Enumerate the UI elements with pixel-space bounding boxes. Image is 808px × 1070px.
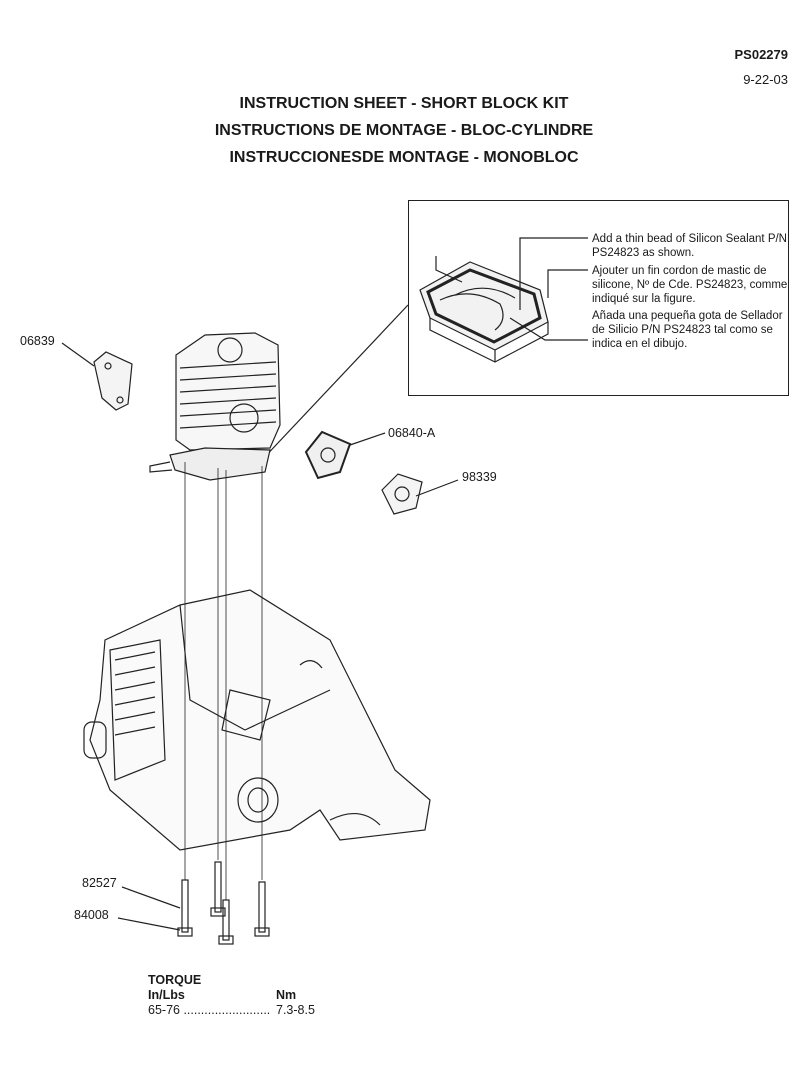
crankcase-half-illustration — [419, 261, 549, 363]
torque-value-inlbs: 65-76 ......................... — [148, 1003, 271, 1017]
torque-value-nm: 7.3-8.5 — [276, 1003, 315, 1017]
document-date: 9-22-03 — [743, 72, 788, 87]
callout-06839: 06839 — [20, 334, 55, 348]
inset-note-french: Ajouter un fin cordon de mastic de silic… — [592, 265, 788, 305]
inset-note-spanish: Añada una pequeña gota de Sellador de Si… — [592, 310, 783, 350]
gasket-06839-shape — [93, 351, 133, 411]
bolts-illustration — [177, 861, 270, 945]
callout-82527: 82527 — [82, 876, 117, 890]
short-block-illustration — [149, 332, 281, 481]
gasket-06840A-shape — [304, 430, 352, 480]
torque-col-nm: Nm — [276, 988, 297, 1002]
title-spanish: INSTRUCCIONESDE MONTAGE - MONOBLOC — [229, 149, 579, 166]
document-number: PS02279 — [734, 47, 789, 62]
title-english: INSTRUCTION SHEET - SHORT BLOCK KIT — [239, 95, 569, 112]
inset-leader-1 — [435, 256, 463, 283]
callout-84008: 84008 — [74, 908, 109, 922]
callout-06840A: 06840-A — [388, 426, 436, 440]
spacer-98339-shape — [381, 473, 423, 515]
sealant-inset-box — [408, 200, 789, 396]
crankcase-illustration — [83, 589, 431, 851]
torque-spec: TORQUE In/Lbs Nm 65-76 .................… — [148, 973, 348, 1018]
callout-98339: 98339 — [462, 470, 497, 484]
torque-title: TORQUE — [148, 973, 202, 987]
title-french: INSTRUCTIONS DE MONTAGE - BLOC-CYLINDRE — [214, 122, 594, 139]
inset-leader-2 — [519, 237, 588, 310]
torque-col-inlbs: In/Lbs — [148, 988, 185, 1002]
inset-note-english: Add a thin bead of Silicon Sealant P/N P… — [592, 233, 787, 259]
